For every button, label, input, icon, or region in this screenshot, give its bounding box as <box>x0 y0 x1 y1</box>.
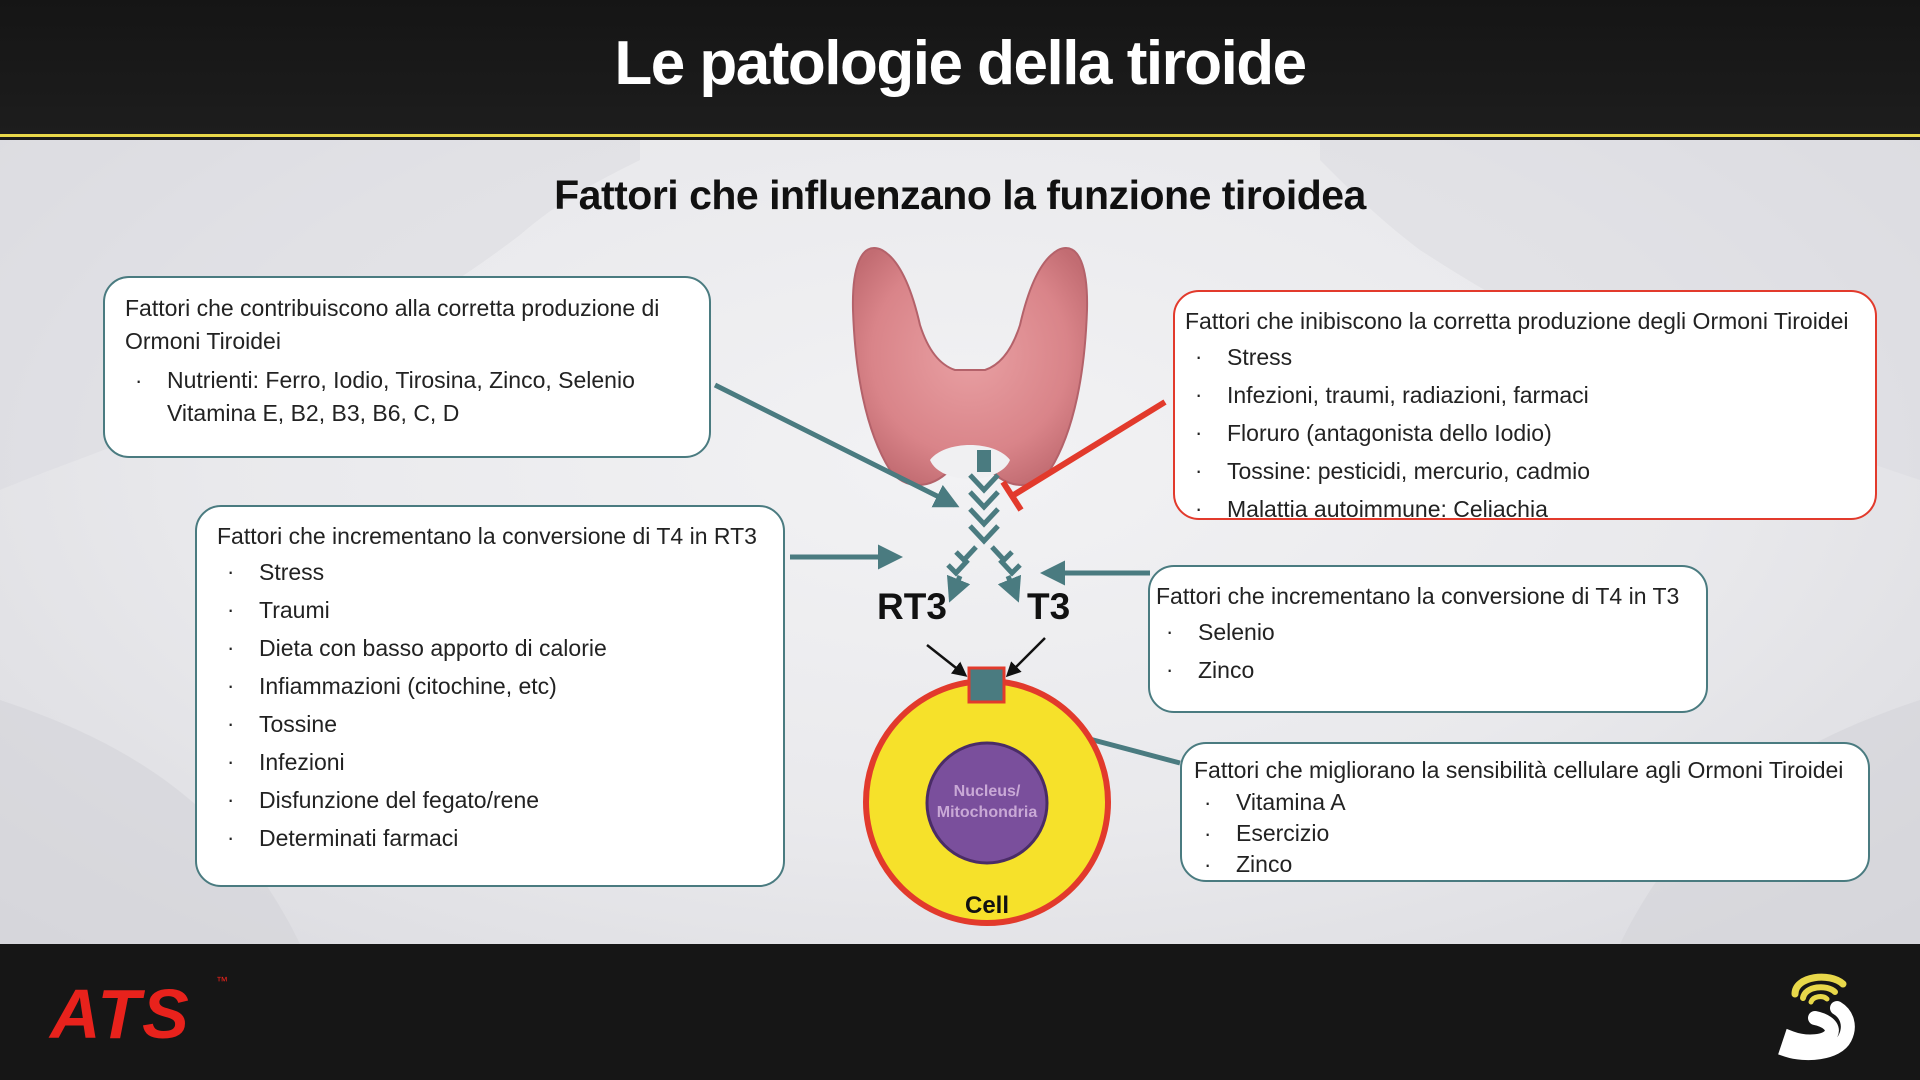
list-item: Tossine <box>217 705 763 743</box>
cell-label: Cell <box>965 892 1010 919</box>
inhibit-line <box>1010 399 1167 499</box>
arrow-rt3-receptor <box>926 644 968 677</box>
box-inhibit-factors: Fattori che inibiscono la corretta produ… <box>1173 290 1877 528</box>
box-production-title: Fattori che contribuiscono alla corretta… <box>125 295 660 354</box>
box-sensitivity-factors: Fattori che migliorano la sensibilità ce… <box>1180 742 1870 882</box>
receptor-square <box>967 666 1006 704</box>
t3-label: T3 <box>1027 586 1071 627</box>
list-item: Stress <box>217 553 763 591</box>
list-item: Vitamina A <box>1194 787 1858 818</box>
footer-bar: ATS ™ <box>0 944 1920 1080</box>
list-item: Zinco <box>1194 849 1858 880</box>
inhibit-bar <box>1000 480 1024 512</box>
arrow-t3-receptor <box>1005 637 1046 678</box>
list-item: Zinco <box>1156 651 1701 689</box>
list-item: Nutrienti: Ferro, Iodio, Tirosina, Zinco… <box>125 364 689 430</box>
chevrons-down <box>968 450 1000 545</box>
nucleus-label: Nucleus/ Mitochondria <box>936 783 1038 821</box>
diagram-subtitle: Fattori che influenzano la funzione tiro… <box>554 172 1366 218</box>
rt3-label: RT3 <box>877 586 947 627</box>
box-t3-conversion-factors: Fattori che incrementano la conversione … <box>1148 565 1708 713</box>
box-production-factors: Fattori che contribuiscono alla corretta… <box>103 276 711 458</box>
box-t3-title: Fattori che incrementano la conversione … <box>1156 583 1680 609</box>
box-inhibit-title: Fattori che inibiscono la corretta produ… <box>1185 308 1849 334</box>
diagram-stage: Fattori che influenzano la funzione tiro… <box>0 140 1920 944</box>
ats-logo: ATS <box>50 975 191 1053</box>
arrow-production <box>713 382 960 508</box>
page-title: Le patologie della tiroide <box>614 29 1307 98</box>
list-item: Infiammazioni (citochine, etc) <box>217 667 763 705</box>
list-item: Esercizio <box>1194 818 1858 849</box>
header-bar: Le patologie della tiroide <box>0 0 1920 137</box>
list-item: Selenio <box>1156 613 1701 651</box>
list-item: Floruro (antagonista dello Iodio) <box>1185 414 1865 452</box>
list-item: Tossine: pesticidi, mercurio, cadmio <box>1185 452 1865 490</box>
list-item: Infezioni <box>217 743 763 781</box>
list-item: Determinati farmaci <box>217 819 763 857</box>
list-item: Stress <box>1185 338 1865 376</box>
box-sensitivity-title: Fattori che migliorano la sensibilità ce… <box>1194 757 1844 783</box>
list-item: Dieta con basso apporto di calorie <box>217 629 763 667</box>
box-rt3-conversion-factors: Fattori che incrementano la conversione … <box>195 505 785 887</box>
list-item: Traumi <box>217 591 763 629</box>
chevrons-split <box>946 545 1022 603</box>
ats-trademark: ™ <box>216 974 228 988</box>
box-rt3-title: Fattori che incrementano la conversione … <box>217 523 757 549</box>
thyroid-gland <box>851 247 1089 486</box>
list-item: Disfunzione del fegato/rene <box>217 781 763 819</box>
nucleus-circle <box>925 741 1049 865</box>
list-item: Malattia autoimmune: Celiachia <box>1185 490 1865 528</box>
list-item: Infezioni, traumi, radiazioni, farmaci <box>1185 376 1865 414</box>
s-brand-logo-icon <box>1778 973 1855 1061</box>
